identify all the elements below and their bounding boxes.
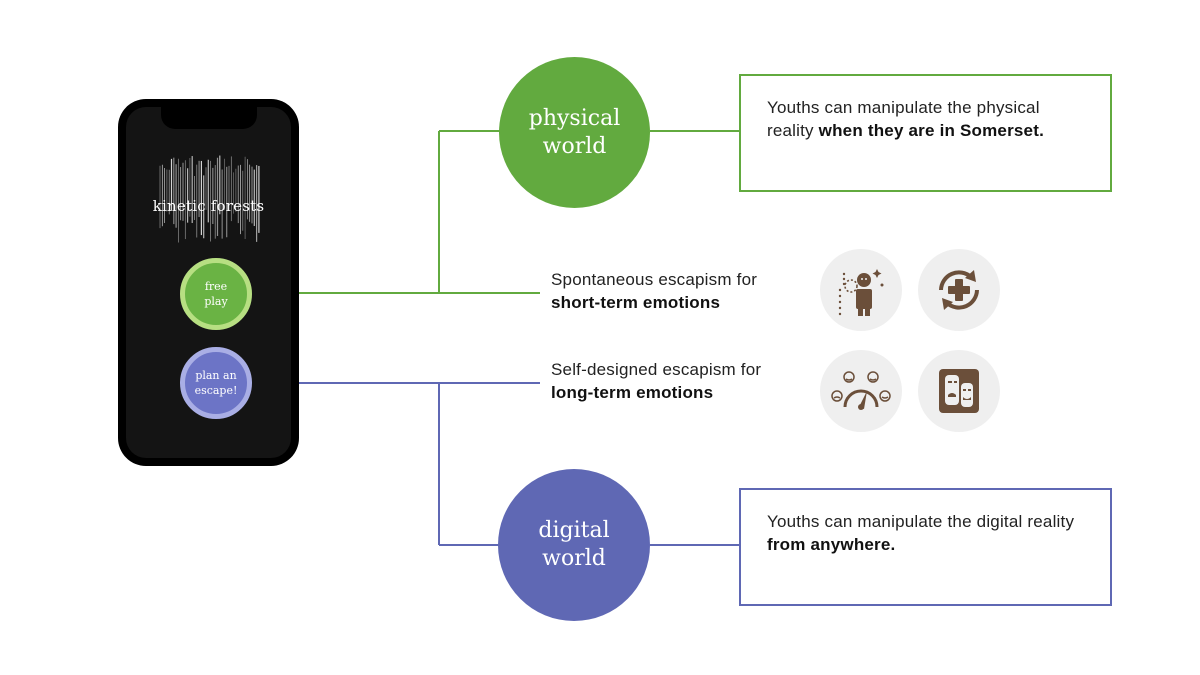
theater-masks-icon [918,350,1000,432]
digital-world-circle: digital world [498,469,650,621]
digital-description-bold: from anywhere. [767,535,896,554]
person-dreaming-icon [820,249,902,331]
refresh-health-icon [918,249,1000,331]
plan-escape-label-2: escape! [194,384,238,397]
long-term-line-2: long-term emotions [551,383,714,402]
long-term-escapism-text: Self-designed escapism for long-term emo… [551,358,761,404]
physical-world-description: Youths can manipulate the physical reali… [739,74,1112,192]
phone-screen: kinetic forests free play plan an escape… [126,107,291,458]
plan-escape-button[interactable]: plan an escape! [180,347,252,419]
digital-world-label-2: world [542,546,606,571]
short-term-line-1: Spontaneous escapism for [551,270,758,289]
short-term-line-2: short-term emotions [551,293,721,312]
physical-world-label-2: world [542,133,607,159]
physical-world-circle: physical world [499,57,650,208]
digital-world-label-1: digital [538,518,610,543]
free-play-button[interactable]: free play [180,258,252,330]
long-term-line-1: Self-designed escapism for [551,360,762,379]
free-play-label-1: free [204,280,228,293]
digital-world-description: Youths can manipulate the digital realit… [739,488,1112,606]
digital-description-regular: Youths can manipulate the digital realit… [767,512,1075,531]
forest-lines-graphic [159,155,260,243]
mood-gauge-icon [820,350,902,432]
plan-escape-label-1: plan an [195,369,237,382]
free-play-label-2: play [204,295,228,308]
short-term-escapism-text: Spontaneous escapism for short-term emot… [551,268,757,314]
app-title: kinetic forests [152,197,265,215]
phone-mockup: kinetic forests free play plan an escape… [118,99,299,466]
physical-world-label-1: physical [528,105,621,131]
phone-notch [160,107,257,129]
physical-description-bold: when they are in Somerset. [818,121,1045,140]
physical-description-regular: Youths can manipulate the physical reali… [767,98,1040,140]
